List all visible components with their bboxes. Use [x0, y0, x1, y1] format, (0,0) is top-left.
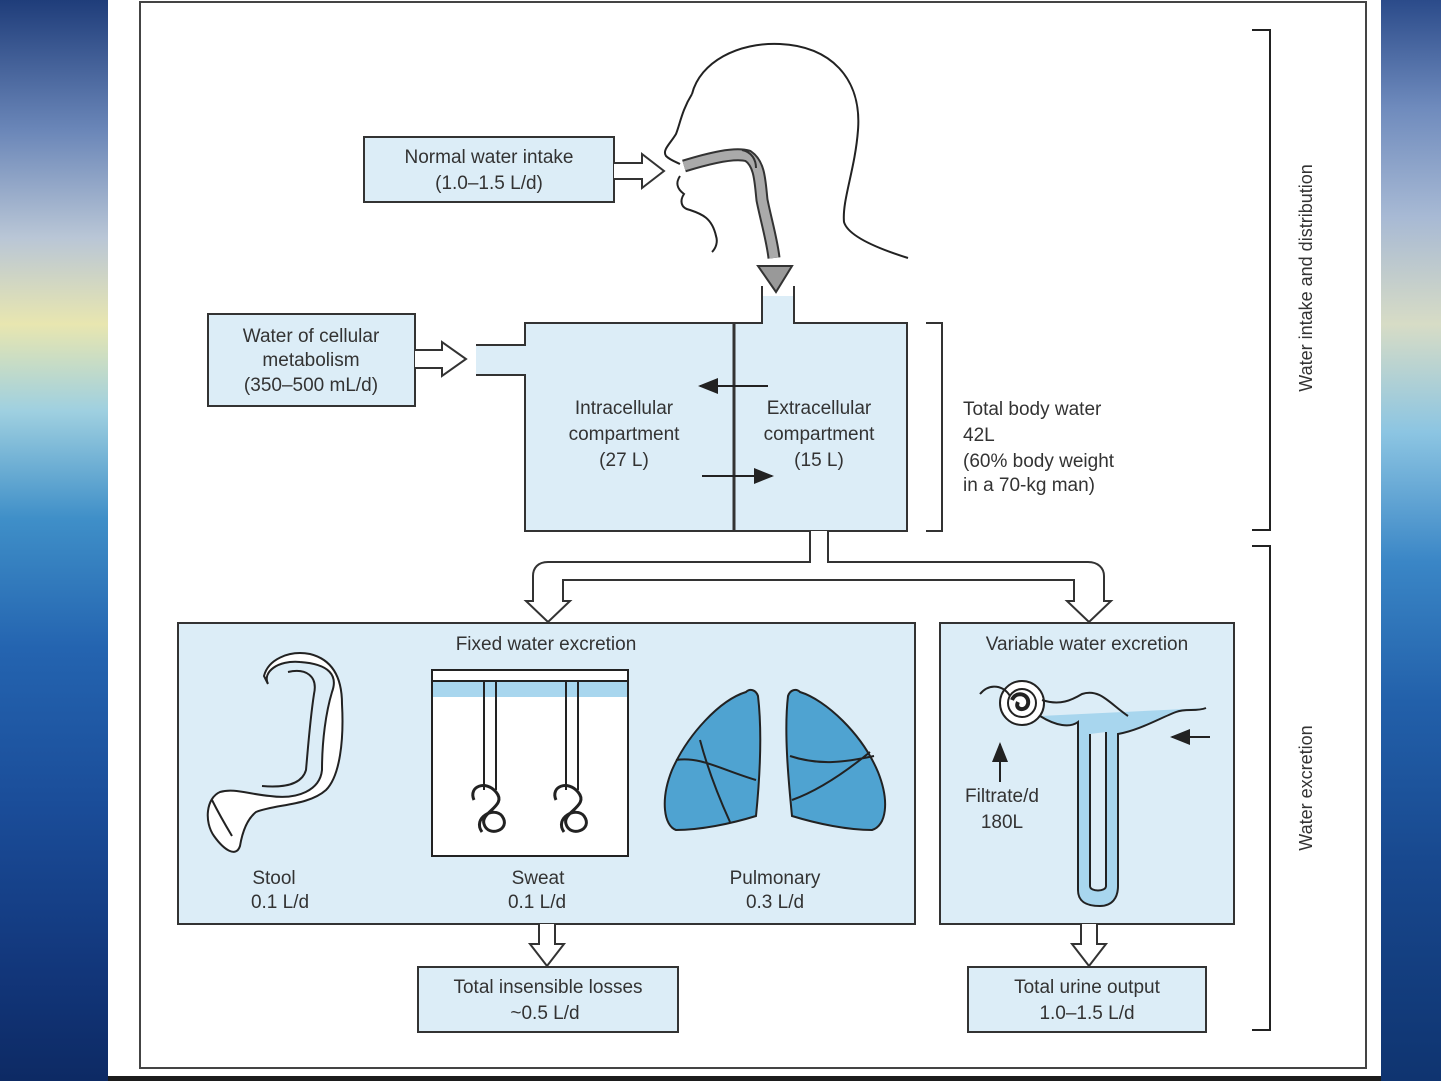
colon-illustration — [206, 652, 344, 853]
fixed-excretion-title: Fixed water excretion — [456, 634, 637, 655]
variable-excretion-panel: Variable water excretion Filtrate/d 180L — [939, 622, 1235, 925]
insensible-line1: Total insensible losses — [453, 977, 642, 998]
fixed-excretion-panel: Fixed water excretion Stool 0.1 L/d Swea… — [177, 622, 916, 925]
sweat-value: 0.1 L/d — [508, 892, 566, 913]
intake-bracket-label: Water intake and distribution — [1296, 164, 1316, 391]
urine-output-box: Total urine output 1.0–1.5 L/d — [967, 966, 1207, 1033]
tbw-line3: (60% body weight — [963, 451, 1115, 472]
urine-line1: Total urine output — [1014, 977, 1160, 998]
body-water-tank: Intracellular compartment (27 L) Extrace… — [524, 322, 908, 532]
stool-value: 0.1 L/d — [251, 892, 309, 913]
pulmonary-value: 0.3 L/d — [746, 892, 804, 913]
intracellular-line2: compartment — [569, 424, 681, 445]
metabolism-line1: Water of cellular — [243, 326, 380, 347]
sweat-gland-illustration — [431, 669, 629, 857]
tbw-line4: in a 70-kg man) — [963, 475, 1095, 496]
excretion-bracket — [1252, 545, 1271, 1031]
stool-label: Stool — [252, 868, 295, 889]
metabolism-inlet — [476, 345, 528, 375]
variable-excretion-title: Variable water excretion — [986, 634, 1188, 655]
lungs-illustration — [663, 688, 887, 832]
extracellular-line2: compartment — [764, 424, 876, 445]
filtrate-label: Filtrate/d — [965, 786, 1039, 807]
extracellular-line3: (15 L) — [794, 450, 844, 471]
filtrate-value: 180L — [981, 812, 1023, 833]
urine-line2: 1.0–1.5 L/d — [1039, 1003, 1134, 1024]
background-ocean-right — [1381, 0, 1441, 1081]
insensible-losses-box: Total insensible losses ~0.5 L/d — [417, 966, 679, 1033]
intracellular-line1: Intracellular — [575, 398, 674, 419]
intake-line1: Normal water intake — [405, 147, 574, 168]
outflow-pipe — [523, 531, 1114, 624]
tank-bracket — [926, 322, 943, 532]
normal-intake-box: Normal water intake (1.0–1.5 L/d) — [363, 136, 666, 203]
total-body-water-label: Total body water 42L (60% body weight in… — [963, 399, 1115, 496]
metabolism-inlet-lines — [476, 344, 526, 376]
excretion-bracket-label: Water excretion — [1296, 725, 1316, 850]
tbw-line2: 42L — [963, 425, 995, 446]
intracellular-line3: (27 L) — [599, 450, 649, 471]
esophagus-arrow — [682, 148, 794, 294]
intake-bracket — [1252, 29, 1271, 531]
head-silhouette — [664, 42, 909, 259]
insensible-line2: ~0.5 L/d — [510, 1003, 579, 1024]
bottom-bar — [108, 1076, 1381, 1081]
metabolism-box: Water of cellular metabolism (350–500 mL… — [207, 313, 468, 407]
pulmonary-label: Pulmonary — [730, 868, 821, 889]
tank-inlet-fill — [763, 296, 793, 326]
tbw-line1: Total body water — [963, 399, 1102, 420]
nephron-illustration — [979, 680, 1207, 908]
extracellular-line1: Extracellular — [767, 398, 872, 419]
tank-inlet — [761, 286, 795, 324]
metabolism-line3: (350–500 mL/d) — [244, 375, 378, 396]
metabolism-line2: metabolism — [262, 350, 359, 371]
intake-line2: (1.0–1.5 L/d) — [435, 173, 543, 194]
background-ocean-left — [0, 0, 108, 1081]
sweat-label: Sweat — [512, 868, 566, 889]
